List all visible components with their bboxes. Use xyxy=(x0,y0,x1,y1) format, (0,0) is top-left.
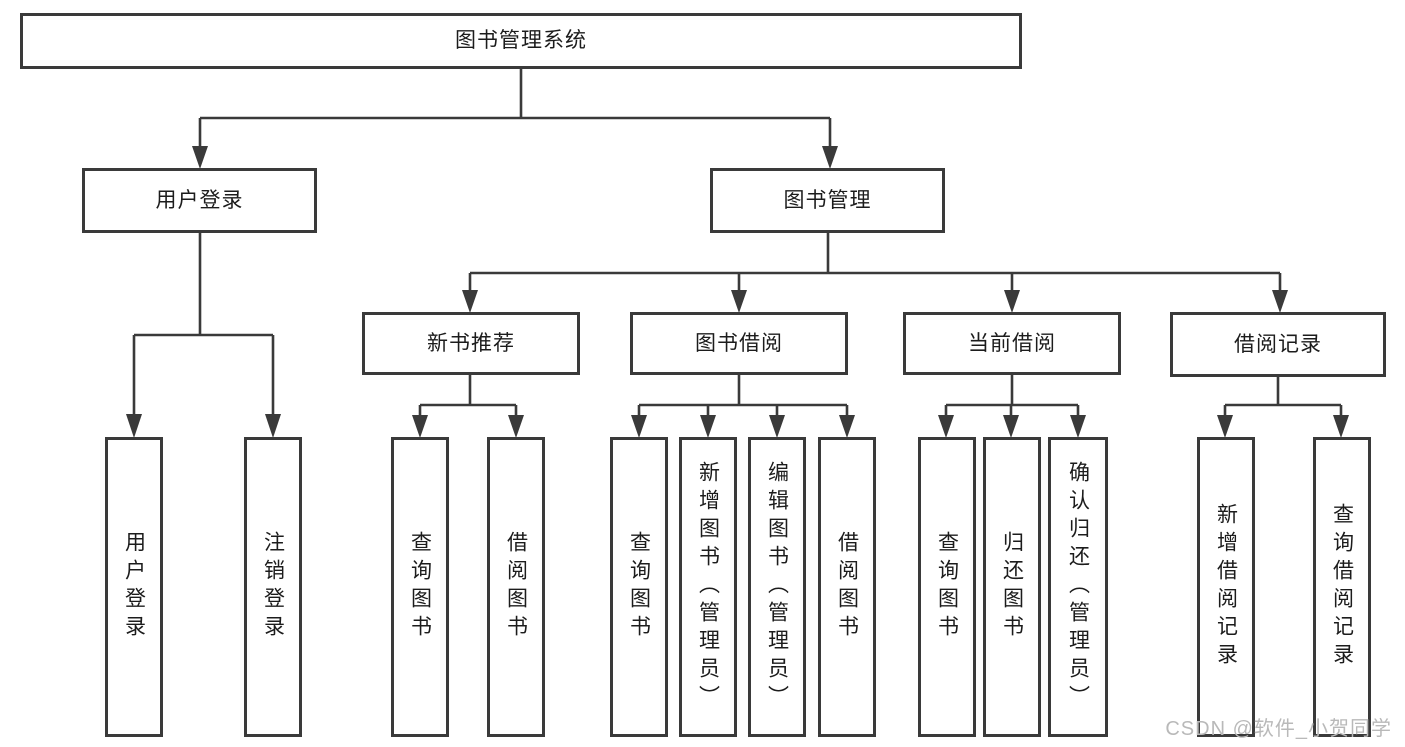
leaf-label: 借阅图书 xyxy=(835,531,859,643)
csdn-watermark: CSDN @软件_小贺同学 xyxy=(1165,718,1392,740)
leaf-label: 查询借阅记录 xyxy=(1330,503,1354,671)
leaf-label: 查询图书 xyxy=(935,531,959,643)
leaf-label: 借阅图书 xyxy=(504,531,528,643)
leaf-label: 新增图书（管理员） xyxy=(696,461,720,713)
node-label: 用户登录 xyxy=(155,188,244,212)
leaf-add-borrow-record: 新增借阅记录 xyxy=(1197,437,1255,737)
leaf-label: 用户登录 xyxy=(122,531,146,643)
leaf-label: 查询图书 xyxy=(627,531,651,643)
connector-stems xyxy=(132,69,1343,419)
leaf-edit-books-admin: 编辑图书（管理员） xyxy=(748,437,806,737)
leaf-label: 查询图书 xyxy=(408,531,432,643)
node-current-borrowing: 当前借阅 xyxy=(903,312,1121,375)
node-label: 图书借阅 xyxy=(695,331,783,355)
node-label: 新书推荐 xyxy=(427,331,515,355)
leaf-borrow-books: 借阅图书 xyxy=(818,437,876,737)
leaf-query-books-current: 查询图书 xyxy=(918,437,976,737)
node-user-login: 用户登录 xyxy=(82,168,317,233)
leaf-label: 新增借阅记录 xyxy=(1214,503,1238,671)
leaf-borrow-books-recommend: 借阅图书 xyxy=(487,437,545,737)
node-library-management-system: 图书管理系统 xyxy=(20,13,1022,69)
node-label: 图书管理 xyxy=(783,188,872,212)
node-new-book-recommendation: 新书推荐 xyxy=(362,312,580,375)
leaf-query-books-recommend: 查询图书 xyxy=(391,437,449,737)
leaf-add-books-admin: 新增图书（管理员） xyxy=(679,437,737,737)
node-label: 图书管理系统 xyxy=(455,29,587,53)
leaf-label: 归还图书 xyxy=(1000,531,1024,643)
node-book-management: 图书管理 xyxy=(710,168,945,233)
node-borrowing-records: 借阅记录 xyxy=(1170,312,1386,377)
node-label: 借阅记录 xyxy=(1234,332,1322,356)
leaf-label: 编辑图书（管理员） xyxy=(765,461,789,713)
leaf-label: 确认归还（管理员） xyxy=(1066,461,1090,713)
leaf-logout: 注销登录 xyxy=(244,437,302,737)
arrowheads xyxy=(126,146,1349,438)
leaf-label: 注销登录 xyxy=(261,531,285,643)
leaf-confirm-return-admin: 确认归还（管理员） xyxy=(1048,437,1108,737)
node-label: 当前借阅 xyxy=(968,331,1056,355)
node-book-borrowing: 图书借阅 xyxy=(630,312,848,375)
leaf-query-books-borrow: 查询图书 xyxy=(610,437,668,737)
leaf-query-borrow-record: 查询借阅记录 xyxy=(1313,437,1371,737)
leaf-user-login: 用户登录 xyxy=(105,437,163,737)
leaf-return-books: 归还图书 xyxy=(983,437,1041,737)
